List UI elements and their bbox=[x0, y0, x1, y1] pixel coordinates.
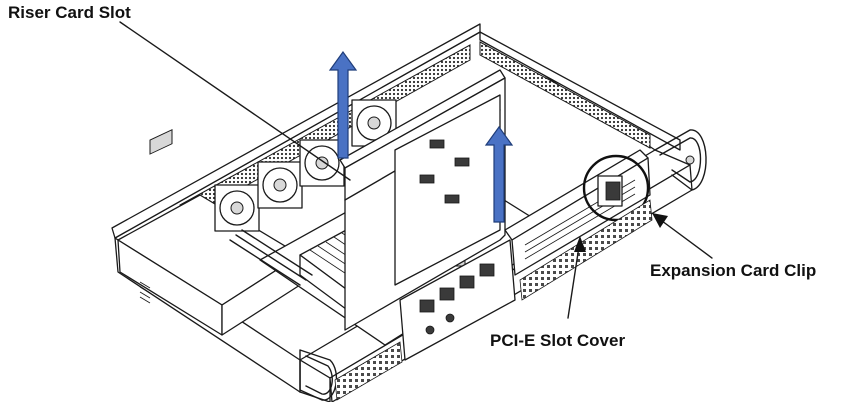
lift-arrow-left bbox=[328, 50, 358, 159]
callout-riser-card-slot: Riser Card Slot bbox=[8, 3, 131, 22]
riser-card-slot bbox=[339, 69, 506, 331]
callout-pcie-slot-cover: PCI-E Slot Cover bbox=[490, 331, 626, 350]
power-supply bbox=[117, 129, 301, 336]
leader-lines bbox=[119, 21, 713, 319]
front-vents bbox=[334, 199, 653, 401]
memory-slots bbox=[229, 229, 313, 286]
chassis-right-lip bbox=[479, 31, 681, 151]
callout-expansion-card-clip: Expansion Card Clip bbox=[650, 261, 817, 280]
lift-arrow-right bbox=[484, 125, 514, 223]
arrowhead-expansion-card-clip bbox=[652, 213, 668, 228]
rear-io-ports bbox=[399, 239, 516, 361]
psu-label bbox=[149, 129, 173, 155]
leader-pcie-slot-cover bbox=[567, 239, 581, 319]
leader-expansion-card-clip bbox=[657, 217, 713, 259]
front-rack-handle-left bbox=[299, 349, 338, 401]
right-vent-mesh bbox=[479, 41, 651, 149]
psu-vents bbox=[139, 281, 151, 304]
expansion-card-clip bbox=[582, 154, 650, 222]
up-arrow-icon bbox=[328, 50, 514, 223]
fan-2 bbox=[257, 161, 303, 209]
fan-1 bbox=[214, 184, 260, 232]
fan-3 bbox=[299, 139, 345, 187]
front-rack-handle-right bbox=[654, 129, 707, 191]
riser-card bbox=[394, 94, 501, 286]
arrowhead-pcie-slot-cover bbox=[574, 236, 586, 252]
leader-riser-card-slot bbox=[119, 21, 351, 181]
clip-highlight-circle bbox=[582, 154, 650, 222]
